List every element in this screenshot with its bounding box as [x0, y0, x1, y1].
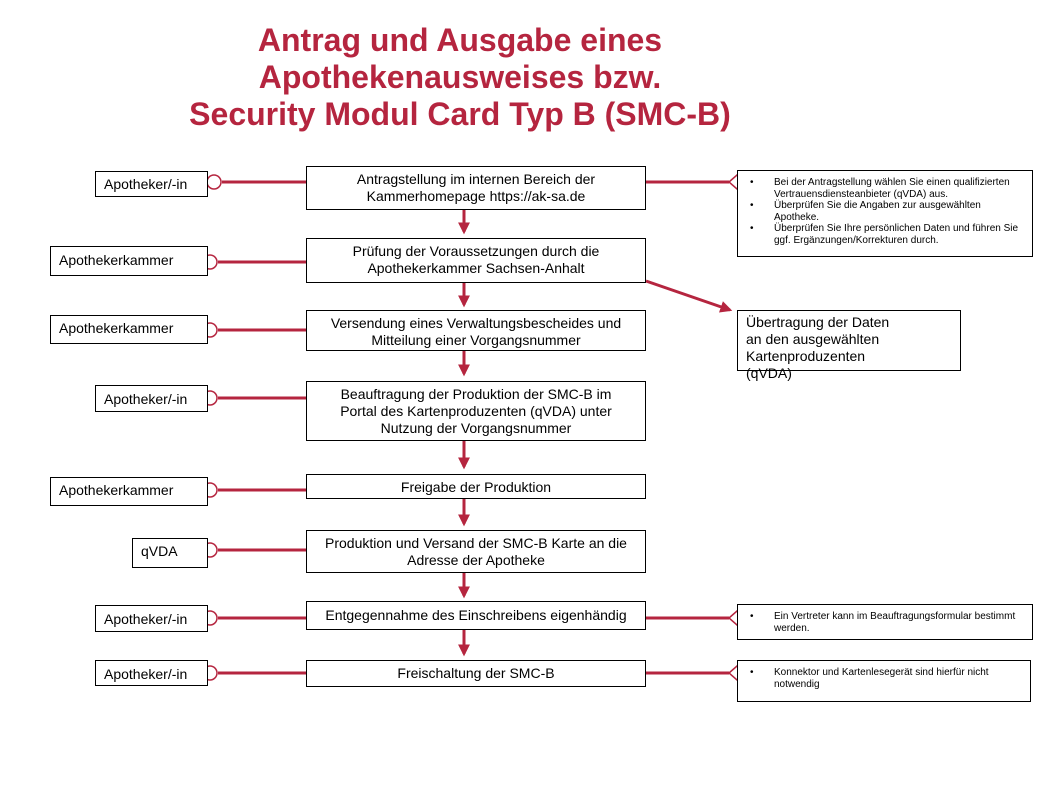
title-line-2: Apothekenausweises bzw. — [258, 59, 662, 95]
step-box-8: Freischaltung der SMC-B — [306, 660, 646, 687]
step-box-2: Prüfung der Voraussetzungen durch die Ap… — [306, 238, 646, 283]
actor-box-4: Apotheker/-in — [95, 385, 208, 412]
note-freischaltung: Konnektor und Kartenlesegerät sind hierf… — [737, 660, 1031, 702]
note-item: Überprüfen Sie Ihre persönlichen Daten u… — [750, 223, 1026, 246]
note-antragstellung: Bei der Antragstellung wählen Sie einen … — [737, 170, 1033, 257]
note-entgegennahme: Ein Vertreter kann im Beauftragungsformu… — [737, 604, 1033, 640]
actor-box-6: qVDA — [132, 538, 208, 568]
actor-box-3: Apothekerkammer — [50, 315, 208, 344]
side-arrow — [645, 279, 733, 313]
actor-box-1: Apotheker/-in — [95, 171, 208, 197]
diagram-title: Antrag und Ausgabe eines Apothekenauswei… — [0, 22, 920, 133]
title-line-1: Antrag und Ausgabe eines — [257, 22, 663, 58]
note-item: Überprüfen Sie die Angaben zur ausgewähl… — [750, 200, 1026, 223]
step-box-3: Versendung eines Verwaltungsbescheides u… — [306, 310, 646, 351]
step-box-5: Freigabe der Produktion — [306, 474, 646, 499]
step-box-4: Beauftragung der Produktion der SMC-B im… — [306, 381, 646, 441]
side-box-data-transfer: Übertragung der Daten an den ausgewählte… — [737, 310, 961, 381]
actor-box-5: Apothekerkammer — [50, 477, 208, 506]
actor-box-8: Apotheker/-in — [95, 660, 208, 686]
note-item: Ein Vertreter kann im Beauftragungsformu… — [750, 611, 1026, 634]
step-box-1: Antragstellung im internen Bereich der K… — [306, 166, 646, 210]
step-box-6: Produktion und Versand der SMC-B Karte a… — [306, 530, 646, 573]
actor-box-2: Apothekerkammer — [50, 246, 208, 276]
step-box-7: Entgegennahme des Einschreibens eigenhän… — [306, 601, 646, 630]
connector-circle-1 — [206, 174, 222, 190]
note-item: Konnektor und Kartenlesegerät sind hierf… — [750, 667, 1024, 690]
note-item: Bei der Antragstellung wählen Sie einen … — [750, 177, 1026, 200]
actor-box-7: Apotheker/-in — [95, 605, 208, 632]
title-line-3: Security Modul Card Typ B (SMC-B) — [189, 96, 731, 132]
